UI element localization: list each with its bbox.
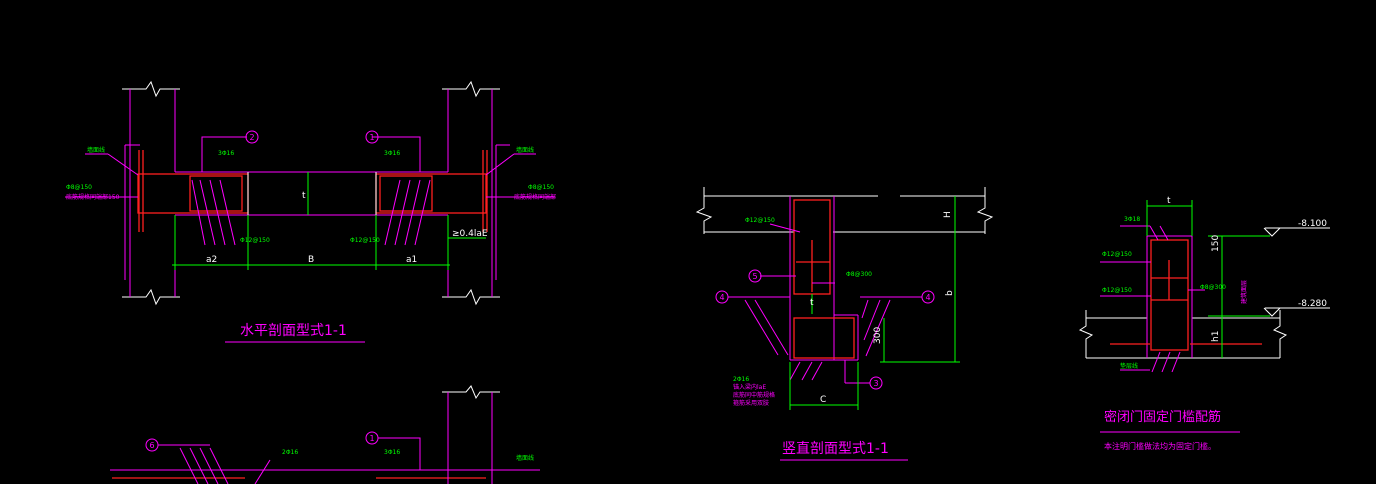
left-note-label: 底筋规格同端部150: [66, 193, 120, 201]
door-dim-150: 150: [1211, 235, 1221, 252]
vertical-dim-b: b: [945, 290, 955, 296]
anchor-label: ≥0.4laE: [452, 229, 488, 239]
lower-side-label: 墙面线: [516, 454, 534, 462]
door-sill-subtitle: 本注明门槛做法均为固定门槛。: [1104, 441, 1216, 451]
door-bar-top-label: 3Φ18: [1124, 216, 1140, 223]
left-bars-label: Φ8@150: [66, 184, 92, 191]
rebar-label-top-left: 3Φ16: [218, 150, 234, 157]
right-note-label: 底筋规格同端部: [514, 193, 556, 201]
vertical-bottom-rebar-cage: [793, 317, 855, 359]
vertical-dim-t: t: [810, 298, 814, 308]
vertical-section-title: 竖直剖面型式1-1: [782, 440, 889, 457]
dim-t: t: [302, 191, 306, 201]
vertical-note-line-4: 箍筋采用双肢: [733, 399, 769, 407]
vertical-note-line-1: 2Φ16: [733, 376, 749, 383]
vertical-dim-h: H: [943, 211, 953, 218]
dim-b: B: [308, 255, 314, 265]
level-1-label: -8.100: [1298, 219, 1327, 229]
horizontal-section-title: 水平剖面型式1-1: [240, 323, 347, 339]
level-2-label: -8.280: [1298, 299, 1327, 309]
right-column-outline: [442, 80, 510, 306]
door-dim-h1: h1: [1211, 331, 1221, 342]
right-bars-label: Φ8@150: [528, 184, 554, 191]
left-column-outline: [122, 80, 180, 306]
callout-2-circle: [245, 130, 259, 144]
callout-4-left-label: 4: [719, 293, 724, 302]
door-sill-title: 密闭门固定门槛配筋: [1104, 409, 1221, 425]
callout-1-circle: [365, 130, 379, 144]
vertical-dim-c: C: [820, 395, 826, 405]
lower-rebar-2-label: 3Φ16: [384, 449, 400, 456]
callout-6-label: 6: [149, 441, 154, 450]
dim-a1: a1: [406, 255, 417, 265]
door-sill-rebar-cage: [1150, 239, 1189, 351]
vertical-section-drawing: 5 4 4 3 Φ12@150 Φ8@300 t H b 300 C 2Φ16 …: [695, 187, 994, 461]
vertical-note-line-2: 锚入梁内laE: [733, 383, 766, 391]
door-dim-t: t: [1167, 196, 1171, 206]
callout-1-label: 1: [369, 133, 374, 142]
lower-rebar-1-label: 2Φ16: [282, 449, 298, 456]
vertical-bar-mid-label: Φ8@300: [846, 271, 872, 278]
door-sill-drawing: 3Φ18 Φ12@150 Φ12@150 Φ8@300 -8.100 -8.28…: [1078, 196, 1330, 451]
left-side-label: 墙面线: [87, 146, 105, 154]
door-side-note: 建筑面层: [1240, 280, 1248, 304]
lower-partial-drawing: 6 1 2Φ16 3Φ16 墙面线: [110, 385, 540, 484]
door-bar-2-label: Φ12@150: [1102, 287, 1132, 294]
wall-band: [137, 171, 487, 246]
stirrup-right-label: Φ12@150: [350, 237, 380, 244]
door-bar-3-label: Φ8@300: [1200, 284, 1226, 291]
callout-1-lower-label: 1: [369, 434, 374, 443]
vertical-bar-top-label: Φ12@150: [745, 217, 775, 224]
dim-a2: a2: [206, 255, 217, 265]
door-bar-1-label: Φ12@150: [1102, 251, 1132, 258]
callout-4-right-label: 4: [925, 293, 930, 302]
rebar-label-top-right: 3Φ16: [384, 150, 400, 157]
vertical-note-line-3: 底筋同中筋规格: [733, 391, 775, 399]
callout-5-label: 5: [752, 272, 757, 281]
vertical-dim-300: 300: [873, 327, 883, 344]
stirrup-left-label: Φ12@150: [240, 237, 270, 244]
callout-2-label: 2: [249, 133, 254, 142]
callout-3-label: 3: [873, 379, 878, 388]
door-bottom-note: 垫层线: [1120, 362, 1138, 370]
right-side-label: 墙面线: [516, 146, 534, 154]
horizontal-section-drawing: 2 1 3Φ16 3Φ16 墙面线 墙面线 Φ8@150 底筋规格同端部150 …: [65, 80, 556, 343]
